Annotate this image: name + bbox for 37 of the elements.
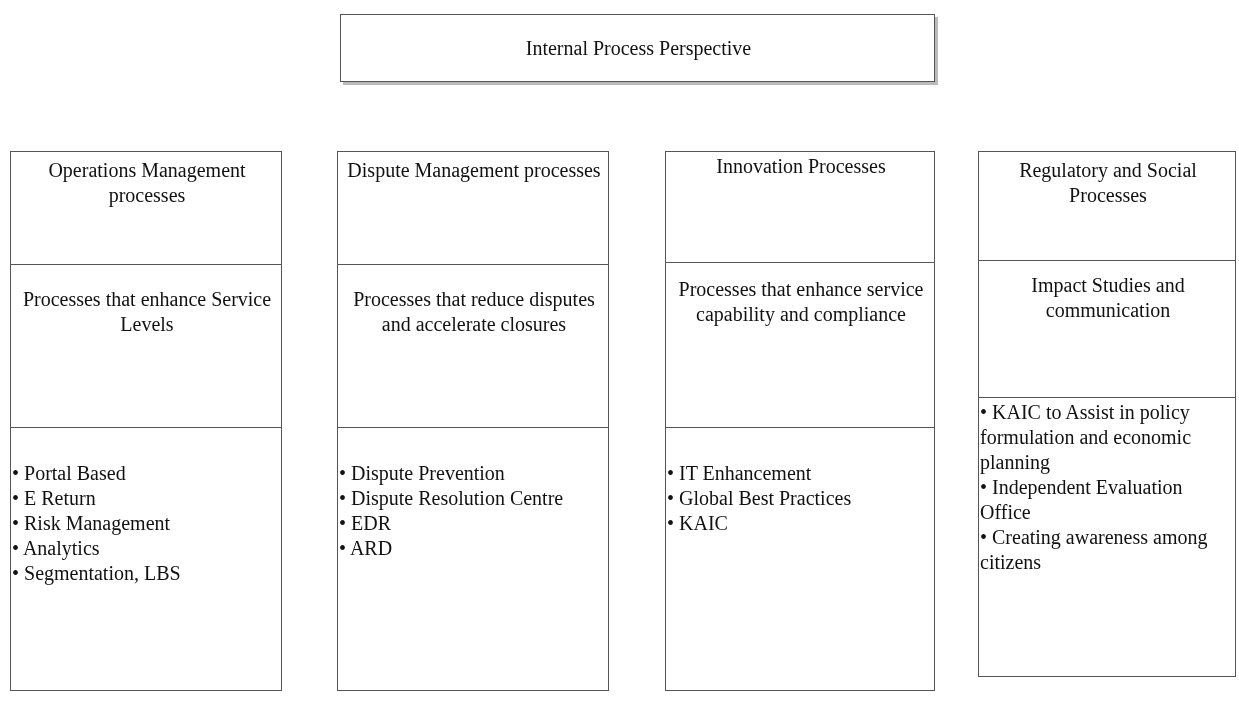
list-item: • Risk Management [12,511,172,536]
objective-box [665,262,935,428]
title-text: Internal Process Perspective [524,36,753,61]
list-item: • Segmentation, LBS [12,561,182,586]
list-item: • Global Best Practices [667,486,853,511]
list-item: • Dispute Prevention [339,461,506,486]
category-heading: Operations Management processes [47,158,247,208]
list-item: • IT Enhancement [667,461,813,486]
list-item: • Dispute Resolution Centre [339,486,565,511]
category-header-box [10,151,282,265]
list-item: • Portal Based [12,461,127,486]
list-item: • EDR [339,511,392,536]
list-item: • Creating awareness among citizens [980,525,1209,575]
list-item: • E Return [12,486,97,511]
objective-box [10,264,282,428]
list-item: • ARD [339,536,394,561]
objective-box [337,264,609,428]
initiative-list-box [10,427,282,691]
category-header-box [665,151,935,263]
objective-text: Impact Studies and communication [1030,273,1186,323]
list-item: • Analytics [12,536,101,561]
category-heading: Innovation Processes [715,154,887,179]
list-item: • Independent Evaluation Office [980,475,1184,525]
objective-text: Processes that enhance service capability and compliance [677,277,925,327]
title-box [340,14,935,82]
category-header-box [978,151,1236,261]
list-item: • KAIC to Assist in policy formulation and economic planning [980,400,1193,475]
list-item: • KAIC [667,511,729,536]
initiative-list-box [665,427,935,691]
initiative-list-box [337,427,609,691]
objective-text: Processes that enhance Service Levels [21,287,273,337]
initiative-list-box [978,397,1236,677]
category-header-box [337,151,609,265]
objective-box [978,260,1236,398]
category-heading: Regulatory and Social Processes [1018,158,1198,208]
category-heading: Dispute Management processes [346,158,602,183]
objective-text: Processes that reduce disputes and accelerate closures [352,287,596,337]
